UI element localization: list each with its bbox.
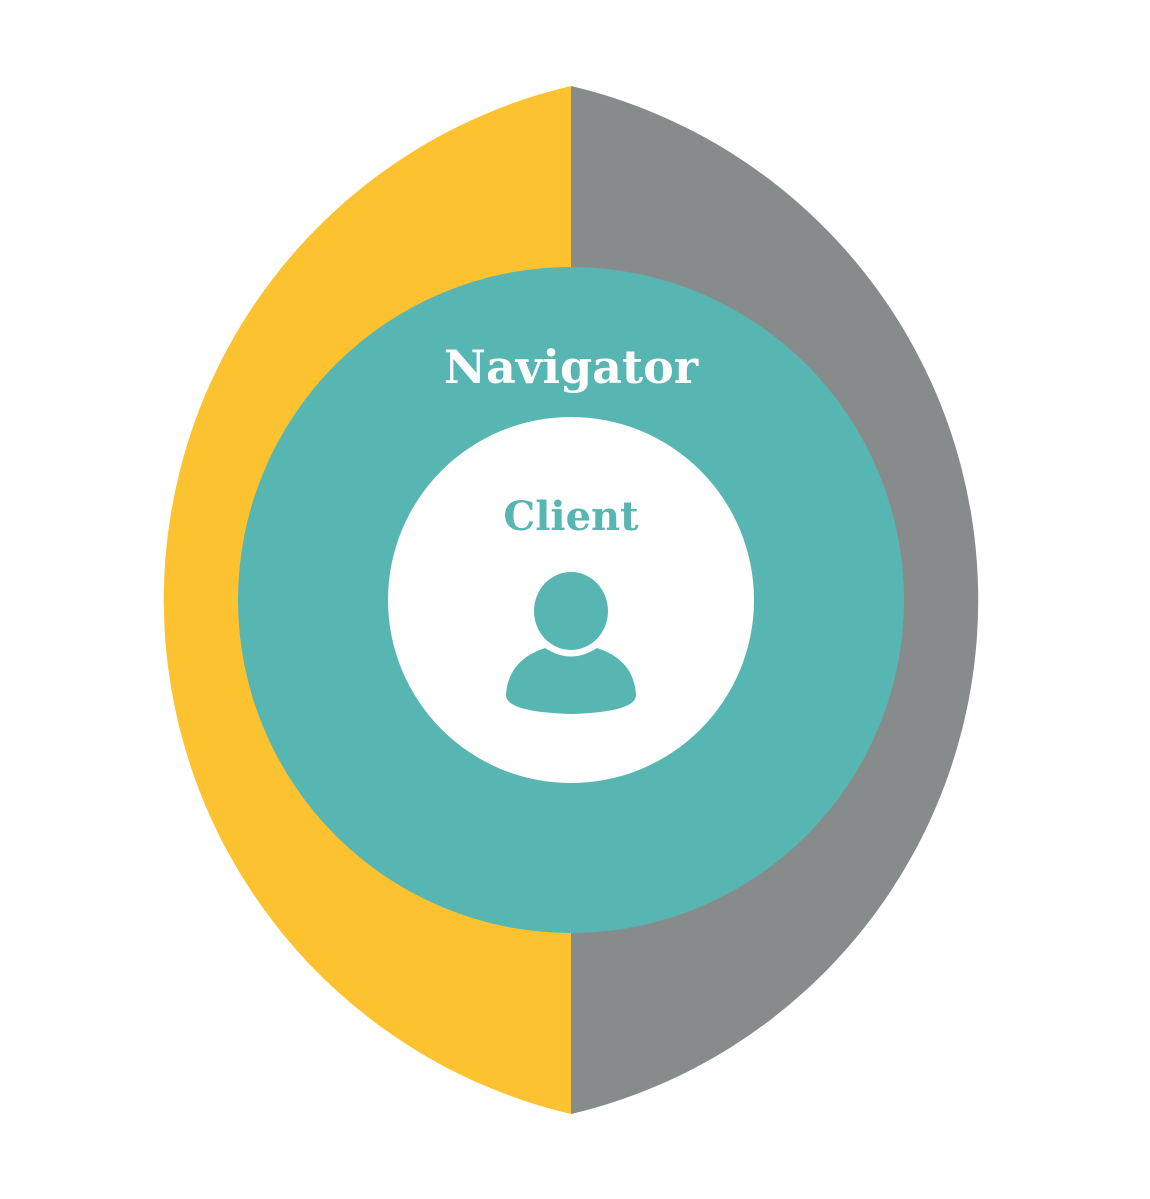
client-label: Client: [503, 493, 639, 540]
navigator-label: Navigator: [444, 340, 699, 394]
user-icon: [506, 572, 636, 714]
jfs-services-label: JFS Services: [91, 443, 171, 771]
user-icon-body: [506, 648, 636, 714]
user-icon-head: [534, 572, 608, 650]
